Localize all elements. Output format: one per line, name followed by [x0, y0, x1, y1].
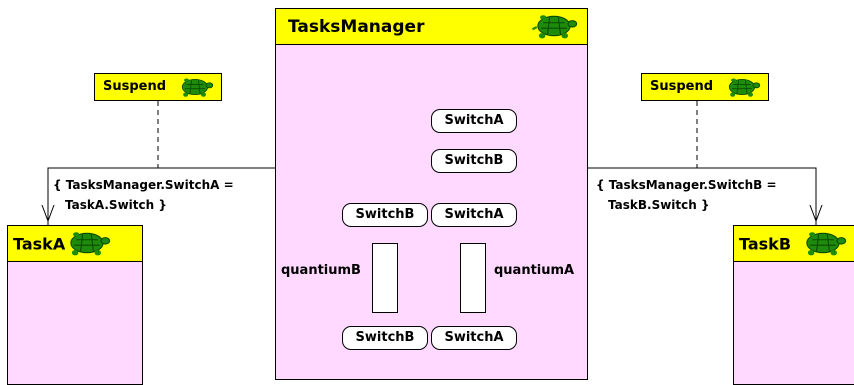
state-switcha-top[interactable]: SwitchA — [431, 109, 517, 133]
activity-quantiuma[interactable] — [460, 243, 486, 313]
tasks-manager-box: TasksManager — [275, 8, 588, 380]
constraint-left-line2: TaskA.Switch } — [65, 198, 167, 212]
task-b-box: TaskB — [733, 225, 854, 385]
state-switcha-bottom[interactable]: SwitchA — [431, 326, 517, 350]
constraint-right-line2: TaskB.Switch } — [608, 198, 710, 212]
assoc-right-line — [588, 167, 817, 225]
assoc-left-line — [47, 167, 275, 225]
activity-quantiumb-label: quantiumB — [281, 263, 361, 278]
suspend-right[interactable]: Suspend — [641, 73, 769, 101]
turtle-icon — [728, 78, 761, 97]
tasks-manager-title: TasksManager — [288, 16, 425, 37]
assoc-right-arrowhead — [809, 204, 823, 223]
task-b-title: TaskB — [739, 234, 792, 253]
tasks-manager-header: TasksManager — [276, 9, 587, 45]
state-switchb-bottom[interactable]: SwitchB — [342, 326, 428, 350]
suspend-right-title: Suspend — [650, 79, 714, 94]
turtle-icon — [181, 78, 214, 97]
state-switchb-left[interactable]: SwitchB — [342, 203, 428, 227]
turtle-icon — [70, 232, 111, 256]
state-switchb-top[interactable]: SwitchB — [431, 149, 517, 173]
activity-quantiuma-label: quantiumA — [494, 263, 575, 278]
constraint-left-line1: { TasksManager.SwitchA = — [53, 178, 234, 192]
constraint-note-right: { TasksManager.SwitchB = TaskB.Switch } — [596, 175, 777, 215]
task-a-box: TaskA — [7, 225, 143, 385]
constraint-right-line1: { TasksManager.SwitchB = — [596, 178, 777, 192]
task-b-header: TaskB — [734, 226, 854, 262]
state-switcha-right[interactable]: SwitchA — [431, 203, 517, 227]
activity-quantiumb[interactable] — [372, 243, 398, 313]
task-a-header: TaskA — [8, 226, 142, 262]
turtle-icon — [806, 232, 847, 256]
constraint-note-left: { TasksManager.SwitchA = TaskA.Switch } — [53, 175, 234, 215]
assoc-left-arrowhead — [41, 204, 55, 223]
task-a-title: TaskA — [13, 234, 66, 253]
turtle-icon — [531, 15, 578, 39]
suspend-left-title: Suspend — [103, 79, 167, 94]
suspend-left[interactable]: Suspend — [94, 73, 222, 101]
